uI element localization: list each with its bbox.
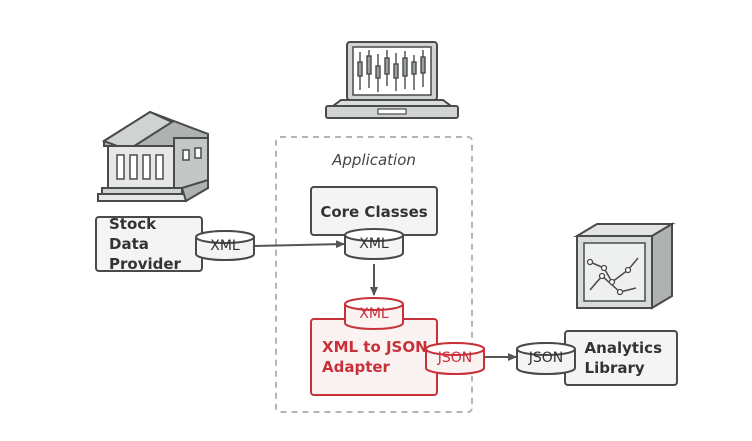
core-xml-label: XML: [359, 236, 389, 252]
arrow-provider-to-core: [253, 240, 345, 249]
laptop-chart-icon: [325, 41, 459, 119]
adapter-json-label: JSON: [437, 350, 473, 366]
xml-to-json-adapter-box: XML to JSON Adapter: [310, 318, 438, 396]
application-label: Application: [332, 151, 416, 169]
adapter-xml-label: XML: [359, 306, 389, 322]
bank-building-icon: [97, 110, 209, 203]
stock-data-provider-box: Stock Data Provider: [95, 215, 203, 273]
application-boundary: [275, 136, 473, 413]
analytics-cube-icon: [573, 222, 676, 310]
analytics-library-box: Analytics Library: [564, 330, 678, 386]
provider-xml-label: XML: [210, 238, 240, 254]
analytics-json-label: JSON: [528, 350, 564, 366]
core-classes-box: Core Classes: [310, 186, 438, 236]
